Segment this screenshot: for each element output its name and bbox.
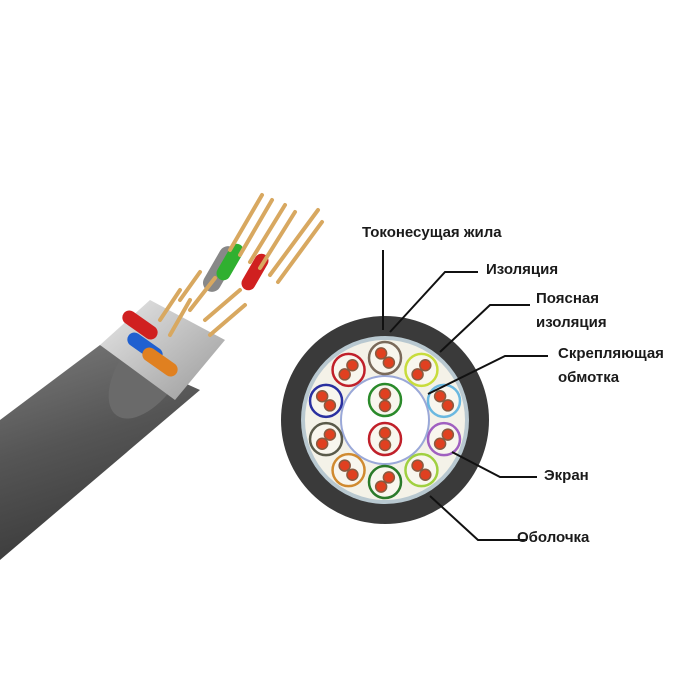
twisted-pair	[331, 452, 366, 488]
conductor	[378, 438, 392, 452]
twisted-pair	[367, 382, 403, 418]
twisted-pair	[367, 340, 403, 376]
copper-wires	[158, 193, 324, 337]
label-belt-insulation-1: Поясная	[536, 290, 599, 307]
binding-tape	[340, 375, 430, 465]
label-binding-tape-1: Скрепляющая	[558, 345, 664, 362]
conductor	[374, 480, 388, 493]
conductor	[433, 390, 447, 403]
conductor	[323, 428, 337, 441]
label-screen: Экран	[544, 467, 589, 484]
label-sheath: Оболочка	[517, 529, 590, 546]
cross-section	[281, 316, 489, 524]
twisted-pair	[331, 352, 366, 388]
conductor	[382, 471, 396, 484]
conductor	[378, 387, 392, 401]
cable-side-view	[0, 193, 324, 560]
conductor	[411, 459, 424, 472]
twisted-pair	[404, 452, 439, 488]
twisted-pair	[308, 421, 344, 457]
conductor	[374, 347, 388, 360]
conductor	[433, 437, 447, 450]
conductor	[338, 459, 351, 472]
conductor	[323, 399, 337, 412]
label-insulation: Изоляция	[486, 261, 559, 278]
conductor	[315, 390, 329, 403]
twisted-pair	[367, 421, 403, 457]
insulated-cores	[122, 243, 269, 377]
conductor	[378, 426, 392, 440]
twisted-pair	[426, 421, 462, 457]
conductor	[346, 359, 359, 372]
label-binding-tape-2: обмотка	[558, 369, 620, 386]
conductor	[346, 468, 359, 481]
conductor	[378, 399, 392, 413]
conductor	[441, 399, 455, 412]
label-conductor: Токонесущая жила	[362, 224, 502, 241]
conductor	[419, 359, 432, 372]
conductor	[411, 368, 424, 381]
twisted-pair	[426, 383, 462, 419]
label-belt-insulation-2: изоляция	[536, 314, 607, 331]
conductor	[315, 437, 329, 450]
conductor	[338, 368, 351, 381]
conductor	[419, 468, 432, 481]
conductor	[382, 356, 396, 369]
leader-lines	[382, 250, 548, 541]
twisted-pair	[404, 352, 439, 388]
conductor	[441, 428, 455, 441]
twisted-pair	[308, 383, 344, 419]
twisted-pair	[367, 464, 403, 500]
